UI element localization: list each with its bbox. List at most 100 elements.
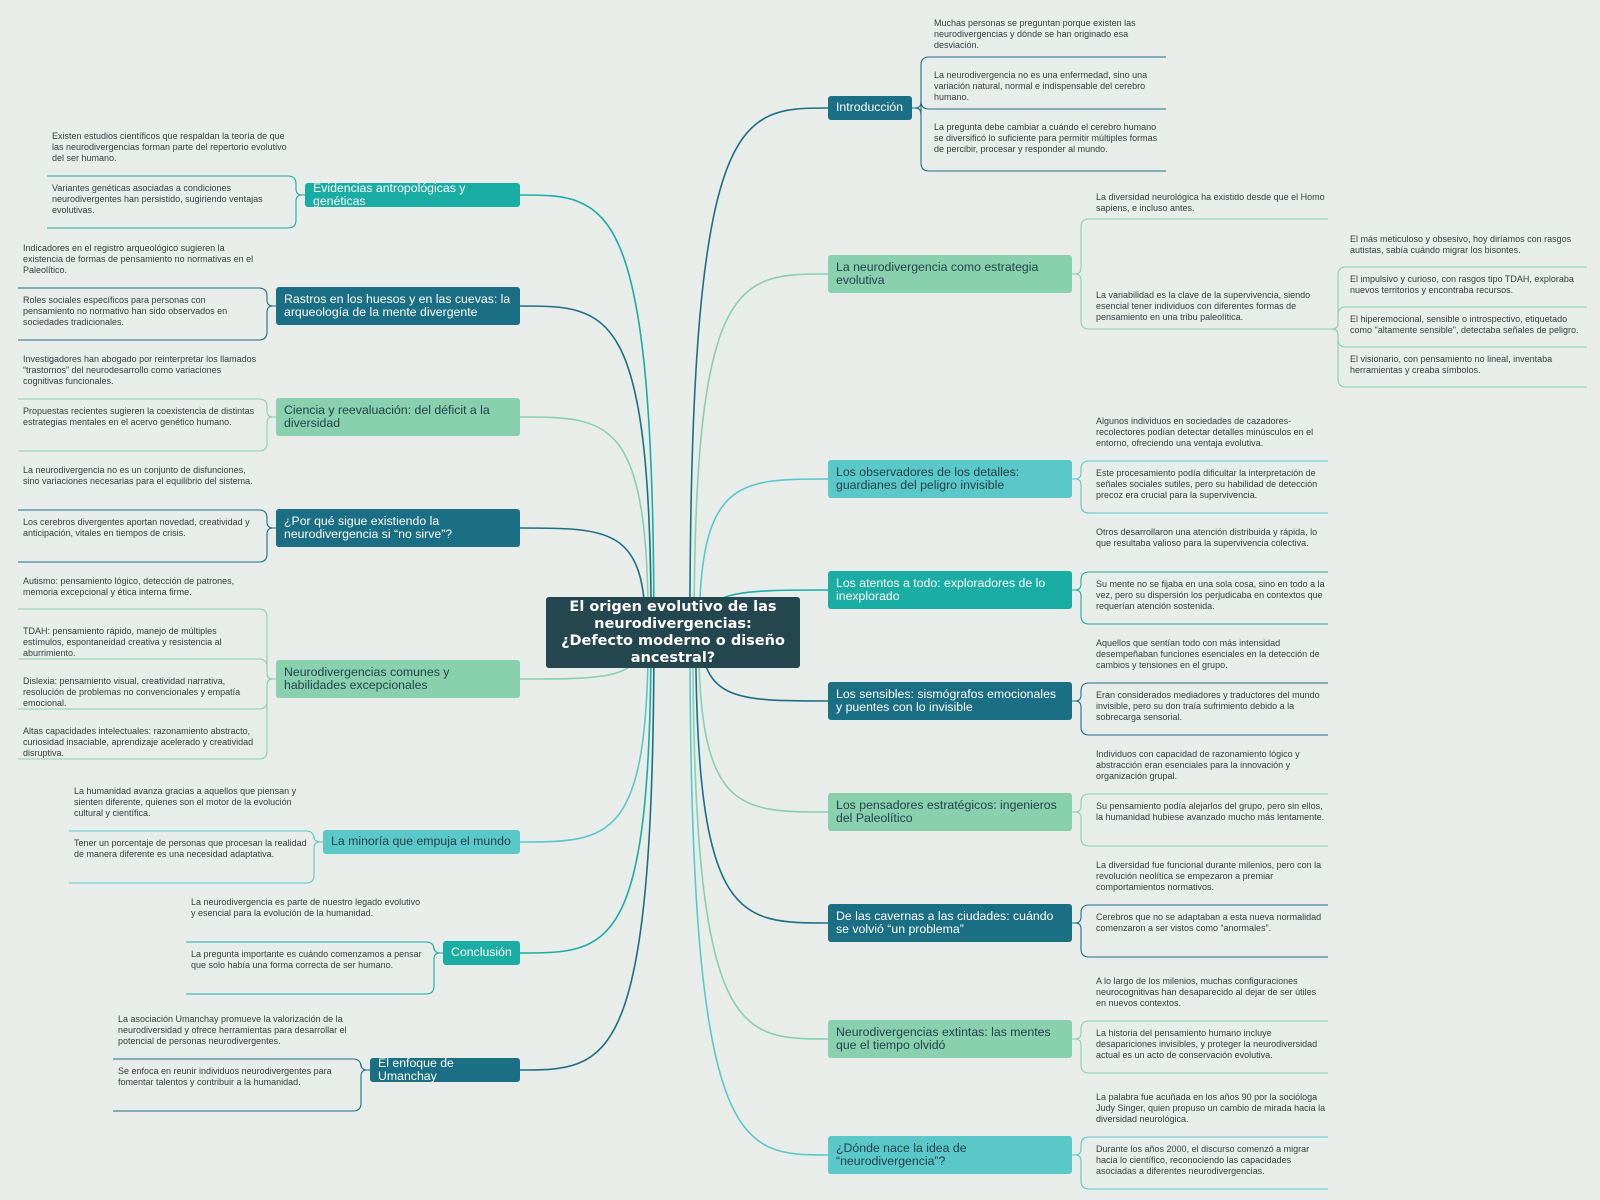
note-connector bbox=[18, 658, 276, 680]
branch-topic[interactable]: Los sensibles: sismógrafos emocionales y… bbox=[828, 682, 1072, 720]
branch-connector bbox=[689, 107, 829, 633]
note-connector bbox=[912, 56, 1166, 109]
note-connector bbox=[1072, 1038, 1328, 1074]
note-text: La diversidad neurológica ha existido de… bbox=[1096, 192, 1325, 213]
branch-connector bbox=[519, 631, 655, 1071]
note-text: La pregunta debe cambiar a cuándo el cer… bbox=[934, 122, 1158, 154]
note-connector bbox=[1072, 682, 1328, 702]
branch-connector bbox=[693, 273, 829, 633]
note-text: Propuestas recientes sugieren la coexist… bbox=[23, 406, 255, 427]
note-text: Tener un porcentaje de personas que proc… bbox=[74, 838, 307, 859]
branch-topic[interactable]: Evidencias antropológicas y genéticas bbox=[305, 183, 520, 207]
branch-topic[interactable]: El enfoque de Umanchay bbox=[370, 1058, 520, 1082]
branch-connector bbox=[519, 416, 650, 633]
note-connector bbox=[1072, 811, 1328, 847]
note-connector bbox=[1072, 589, 1328, 625]
note-text: Este procesamiento podía dificultar la i… bbox=[1096, 468, 1318, 500]
note-connector bbox=[1072, 218, 1328, 275]
note-text: Dislexia: pensamiento visual, creativida… bbox=[23, 676, 241, 708]
branch-topic[interactable]: Los pensadores estratégicos: ingenieros … bbox=[828, 793, 1072, 831]
branch-connector bbox=[694, 631, 829, 924]
note-text: A lo largo de los milenios, muchas confi… bbox=[1096, 976, 1317, 1008]
note-text: Durante los años 2000, el discurso comen… bbox=[1096, 1144, 1310, 1176]
note-text: TDAH: pensamiento rápido, manejo de múlt… bbox=[23, 626, 222, 658]
note-connector bbox=[113, 1069, 370, 1112]
note-connector bbox=[18, 287, 276, 307]
note-connector bbox=[1072, 793, 1328, 813]
note-text: La asociación Umanchay promueve la valor… bbox=[118, 1014, 347, 1046]
note-connector bbox=[69, 830, 323, 843]
note-connector bbox=[18, 509, 276, 529]
branch-connector bbox=[519, 631, 652, 954]
branch-connector bbox=[697, 631, 829, 813]
note-text: Altas capacidades intelectuales: razonam… bbox=[23, 726, 254, 758]
note-connector bbox=[1072, 478, 1328, 514]
note-connector bbox=[18, 305, 276, 341]
note-text: La historia del pensamiento humano inclu… bbox=[1096, 1028, 1318, 1060]
note-connector bbox=[1072, 1020, 1328, 1040]
note-text: Cerebros que no se adaptaban a esta nuev… bbox=[1096, 912, 1322, 933]
sub-note-text: El visionario, con pensamiento no lineal… bbox=[1350, 354, 1553, 375]
note-connector bbox=[1072, 1154, 1328, 1190]
note-connector bbox=[18, 398, 276, 418]
branch-connector bbox=[698, 478, 829, 633]
note-text: Su mente no se fijaba en una sola cosa, … bbox=[1096, 579, 1325, 611]
note-text: La neurodivergencia no es un conjunto de… bbox=[23, 465, 253, 486]
note-connector bbox=[186, 941, 443, 954]
note-text: Variantes genéticas asociadas a condicio… bbox=[52, 183, 263, 215]
branch-topic[interactable]: Neurodivergencias extintas: las mentes q… bbox=[828, 1020, 1072, 1058]
note-text: Su pensamiento podía alejarlos del grupo… bbox=[1096, 801, 1325, 822]
branch-topic[interactable]: Los observadores de los detalles: guardi… bbox=[828, 460, 1072, 498]
note-connector bbox=[18, 678, 276, 760]
note-connector bbox=[18, 416, 276, 452]
note-connector bbox=[113, 1058, 370, 1071]
branch-topic[interactable]: La neurodivergencia como estrategia evol… bbox=[828, 255, 1072, 293]
note-connector bbox=[18, 527, 276, 563]
sub-note-connector bbox=[1328, 306, 1587, 330]
branch-topic[interactable]: ¿Dónde nace la idea de “neurodivergencia… bbox=[828, 1136, 1072, 1174]
note-text: Se enfoca en reunir individuos neurodive… bbox=[118, 1066, 332, 1087]
note-text: Investigadores han abogado por reinterpr… bbox=[23, 354, 257, 386]
note-text: Otros desarrollaron una atención distrib… bbox=[1096, 527, 1318, 548]
note-connector bbox=[1072, 460, 1328, 480]
sub-note-text: El más meticuloso y obsesivo, hoy diríam… bbox=[1350, 234, 1572, 255]
note-connector bbox=[69, 841, 323, 884]
note-text: La diversidad fue funcional durante mile… bbox=[1096, 860, 1322, 892]
branch-topic[interactable]: ¿Por qué sigue existiendo la neurodiverg… bbox=[276, 509, 520, 547]
branch-topic[interactable]: Los atentos a todo: exploradores de lo i… bbox=[828, 571, 1072, 609]
note-connector bbox=[1072, 1136, 1328, 1156]
note-text: Aquellos que sentían todo con más intens… bbox=[1096, 638, 1320, 670]
branch-topic[interactable]: Rastros en los huesos y en las cuevas: l… bbox=[276, 287, 520, 325]
note-text: La neurodivergencia no es una enfermedad… bbox=[934, 70, 1148, 102]
note-connector bbox=[1072, 700, 1328, 736]
sub-note-text: El hiperemocional, sensible o introspect… bbox=[1350, 314, 1579, 335]
branch-topic[interactable]: La minoría que empuja el mundo bbox=[323, 830, 520, 854]
branch-topic[interactable]: Neurodivergencias comunes y habilidades … bbox=[276, 660, 520, 698]
note-text: Muchas personas se preguntan porque exis… bbox=[934, 18, 1136, 50]
note-connector bbox=[1072, 922, 1328, 958]
note-text: Los cerebros divergentes aportan novedad… bbox=[23, 517, 250, 538]
branch-topic[interactable]: Conclusión bbox=[443, 941, 520, 965]
note-text: La variabilidad es la clave de la superv… bbox=[1096, 290, 1311, 322]
note-connector bbox=[912, 107, 1166, 172]
note-text: Existen estudios científicos que respald… bbox=[52, 131, 287, 163]
note-text: Eran considerados mediadores y traductor… bbox=[1096, 690, 1320, 722]
branch-connector bbox=[689, 631, 829, 1156]
note-text: Individuos con capacidad de razonamiento… bbox=[1096, 749, 1300, 781]
note-connector bbox=[186, 952, 443, 995]
note-text: Indicadores en el registro arqueológico … bbox=[23, 243, 254, 275]
note-text: La pregunta importante es cuándo comenza… bbox=[191, 949, 422, 970]
branch-topic[interactable]: Introducción bbox=[828, 96, 912, 120]
branch-topic[interactable]: De las cavernas a las ciudades: cuándo s… bbox=[828, 904, 1072, 942]
note-connector bbox=[1072, 571, 1328, 591]
note-text: Autismo: pensamiento lógico, detección d… bbox=[23, 576, 235, 597]
note-text: La palabra fue acuñada en los años 90 po… bbox=[1096, 1092, 1326, 1124]
note-connector bbox=[47, 194, 305, 229]
branch-topic[interactable]: Ciencia y reevaluación: del déficit a la… bbox=[276, 398, 520, 436]
branch-connector bbox=[519, 194, 655, 633]
branch-connector bbox=[692, 631, 829, 1040]
note-text: Roles sociales específicos para personas… bbox=[23, 295, 228, 327]
central-topic[interactable]: El origen evolutivo de las neurodivergen… bbox=[546, 597, 800, 668]
note-text: Algunos individuos en sociedades de caza… bbox=[1096, 416, 1314, 448]
